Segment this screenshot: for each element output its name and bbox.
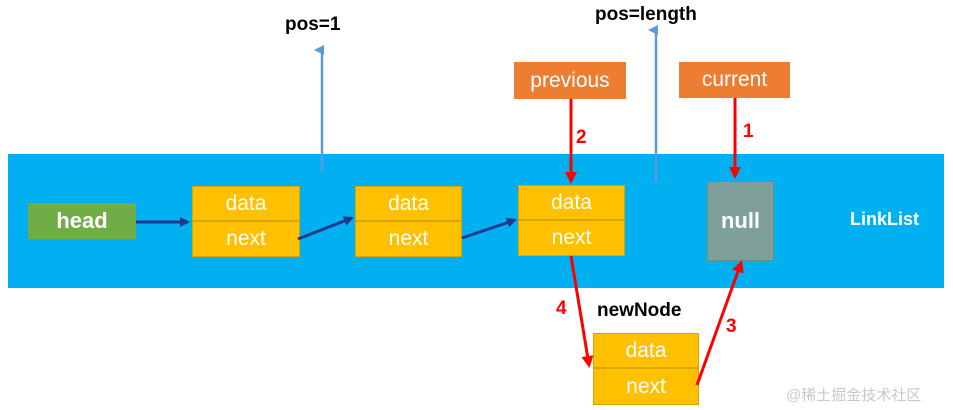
node-1-next: next [192, 221, 300, 257]
step-3-arrow [695, 260, 744, 386]
step-2-label: 2 [576, 127, 587, 148]
pos-last-label: pos=length [595, 4, 697, 25]
watermark: @稀土掘金技术社区 [786, 387, 922, 404]
step-4-label: 4 [556, 298, 567, 319]
step-3-label: 3 [726, 316, 737, 337]
node-2-data: data [355, 186, 462, 221]
node-1-to-node-2-arrow [297, 216, 354, 241]
new-node-data: data [593, 333, 699, 368]
step-1-label: 1 [743, 121, 754, 142]
head-node: head [28, 203, 136, 239]
linklist-label: LinkList [850, 209, 920, 229]
step-4-arrow [569, 255, 594, 368]
node-1-data: data [192, 186, 300, 221]
node-3-data: data [518, 185, 625, 220]
node-3-next: next [518, 220, 625, 256]
new-node-title: newNode [597, 300, 682, 321]
node-2-to-node-3-arrow [461, 217, 517, 240]
pos-first-label: pos=1 [285, 14, 341, 35]
null-node: null [707, 181, 774, 261]
current-pointer-tag: current [679, 62, 790, 98]
new-node-next: next [593, 368, 699, 405]
node-2-next: next [355, 221, 462, 257]
previous-pointer-tag: previous [514, 62, 626, 99]
